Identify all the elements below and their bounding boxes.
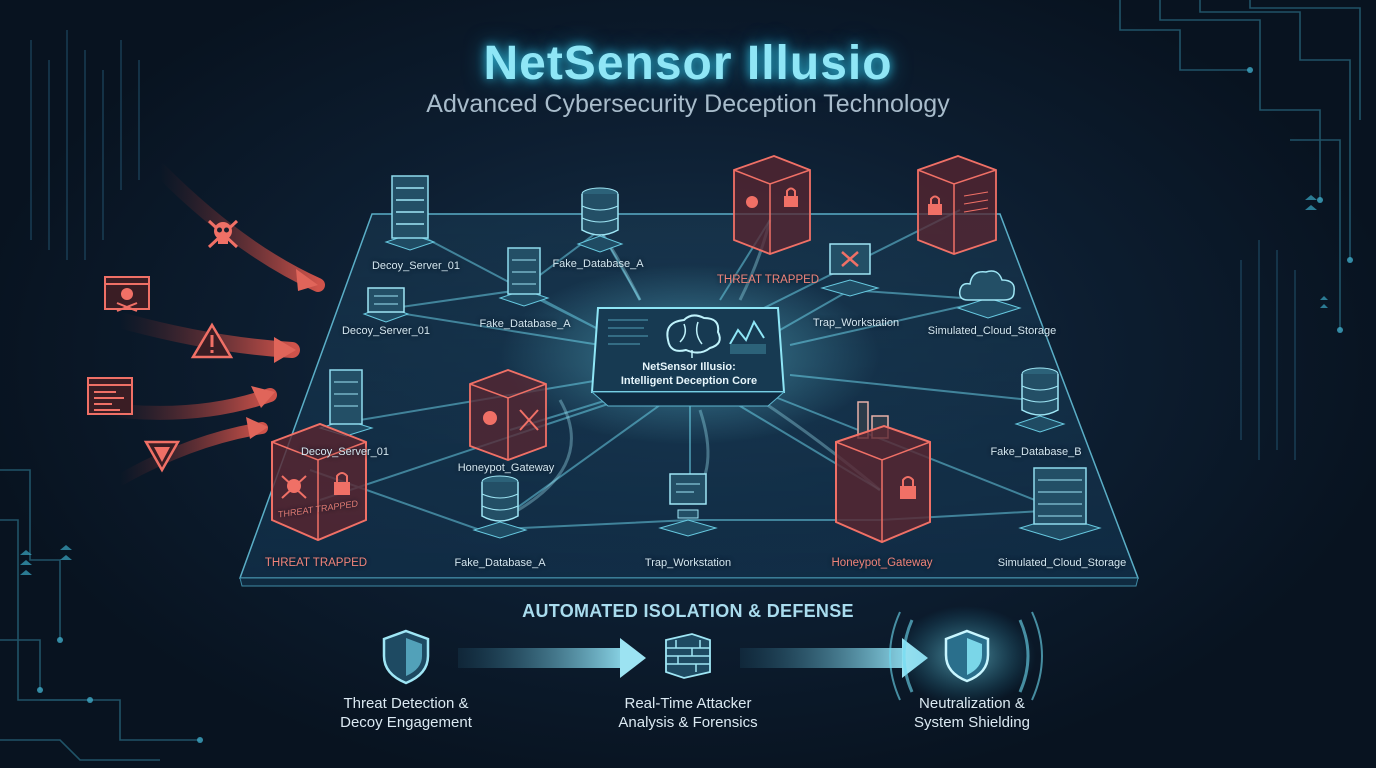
page-subtitle: Advanced Cybersecurity Deception Technol… <box>426 90 950 118</box>
malicious-code-icon <box>87 377 133 415</box>
node-label: THREAT TRAPPED <box>264 557 368 569</box>
database-icon <box>472 475 528 539</box>
network-switch-icon <box>362 287 410 323</box>
node-label: Decoy_Server_01 <box>300 446 390 458</box>
honeypot-gateway-cube <box>835 401 931 544</box>
defense-stage-2: Real-Time Attacker Analysis & Forensics <box>618 695 758 731</box>
node-label: Fake_Database_A <box>454 557 546 569</box>
node-label: Simulated_Cloud_Storage <box>997 557 1127 569</box>
node-label: Fake_Database_A <box>552 258 644 270</box>
down-triangle-alert-icon <box>143 440 181 473</box>
defense-section-title: AUTOMATED ISOLATION & DEFENSE <box>522 601 854 621</box>
node-label: Honeypot_Gateway <box>831 557 933 569</box>
defense-stage-1: Threat Detection & Decoy Engagement <box>340 695 472 731</box>
brain-icon <box>666 314 721 358</box>
monitor-icon <box>820 243 880 297</box>
database-icon <box>1014 367 1066 433</box>
database-icon <box>576 187 624 253</box>
node-label: Decoy_Server_01 <box>371 260 461 272</box>
page-title: NetSensor Illusio <box>483 37 893 90</box>
honeypot-gateway-cube <box>469 369 547 461</box>
node-label: Trap_Workstation <box>644 557 732 569</box>
skull-crossbones-icon <box>207 219 239 249</box>
node-label: THREAT TRAPPED <box>716 274 820 286</box>
firewall-icon <box>665 633 711 679</box>
server-rack-icon <box>498 247 550 307</box>
threat-trapped-cube <box>271 422 367 542</box>
workstation-icon <box>658 473 718 537</box>
node-label: Honeypot_Gateway <box>457 462 555 474</box>
node-label: Fake_Database_A <box>479 318 571 330</box>
defense-flow-arrows <box>458 638 928 678</box>
deception-core-panel <box>590 307 786 407</box>
server-rack-icon <box>384 175 436 251</box>
server-rack-icon <box>1018 467 1102 541</box>
malicious-window-icon <box>104 276 150 312</box>
node-label: Decoy_Server_01 <box>341 325 431 337</box>
warning-triangle-icon <box>190 322 234 359</box>
shield-icon <box>382 629 430 685</box>
cloud-storage-icon <box>956 270 1022 319</box>
node-label: Trap_Workstation <box>812 317 900 329</box>
threat-trapped-cube <box>733 155 811 255</box>
glowing-shield-icon <box>944 629 990 683</box>
node-label: Simulated_Cloud_Storage <box>927 325 1057 337</box>
node-label: Fake_Database_B <box>990 446 1082 458</box>
deception-core-label: NetSensor Illusio: Intelligent Deception… <box>620 361 758 387</box>
threat-trapped-cube <box>917 155 997 255</box>
defense-stage-3: Neutralization & System Shielding <box>914 695 1030 731</box>
